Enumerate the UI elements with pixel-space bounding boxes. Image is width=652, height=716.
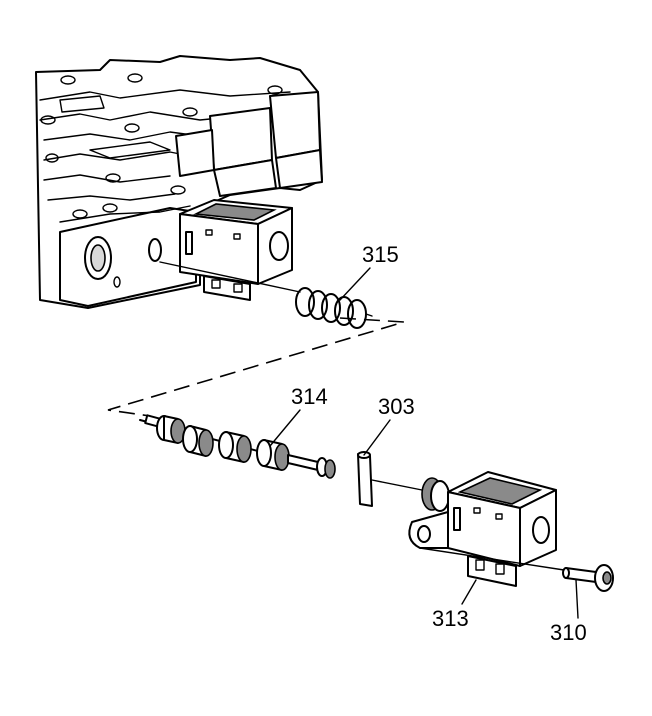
- callout-314: 314: [269, 384, 328, 447]
- callout-315: 315: [339, 242, 399, 301]
- callout-label-314: 314: [291, 384, 328, 409]
- callout-label-303: 303: [378, 394, 415, 419]
- spring-315: [295, 287, 373, 329]
- bolt-310: [562, 564, 614, 592]
- callout-label-315: 315: [362, 242, 399, 267]
- callout-label-310: 310: [550, 620, 587, 645]
- pin-303: [357, 451, 373, 507]
- installed-solenoid: [179, 199, 293, 301]
- solenoid-313: [371, 471, 565, 587]
- callout-label-313: 313: [432, 606, 469, 631]
- callout-310: 310: [550, 579, 587, 645]
- valve-body: [35, 55, 323, 309]
- callout-303: 303: [363, 394, 415, 456]
- valve-spool-314: [139, 414, 336, 479]
- callout-313: 313: [432, 579, 477, 631]
